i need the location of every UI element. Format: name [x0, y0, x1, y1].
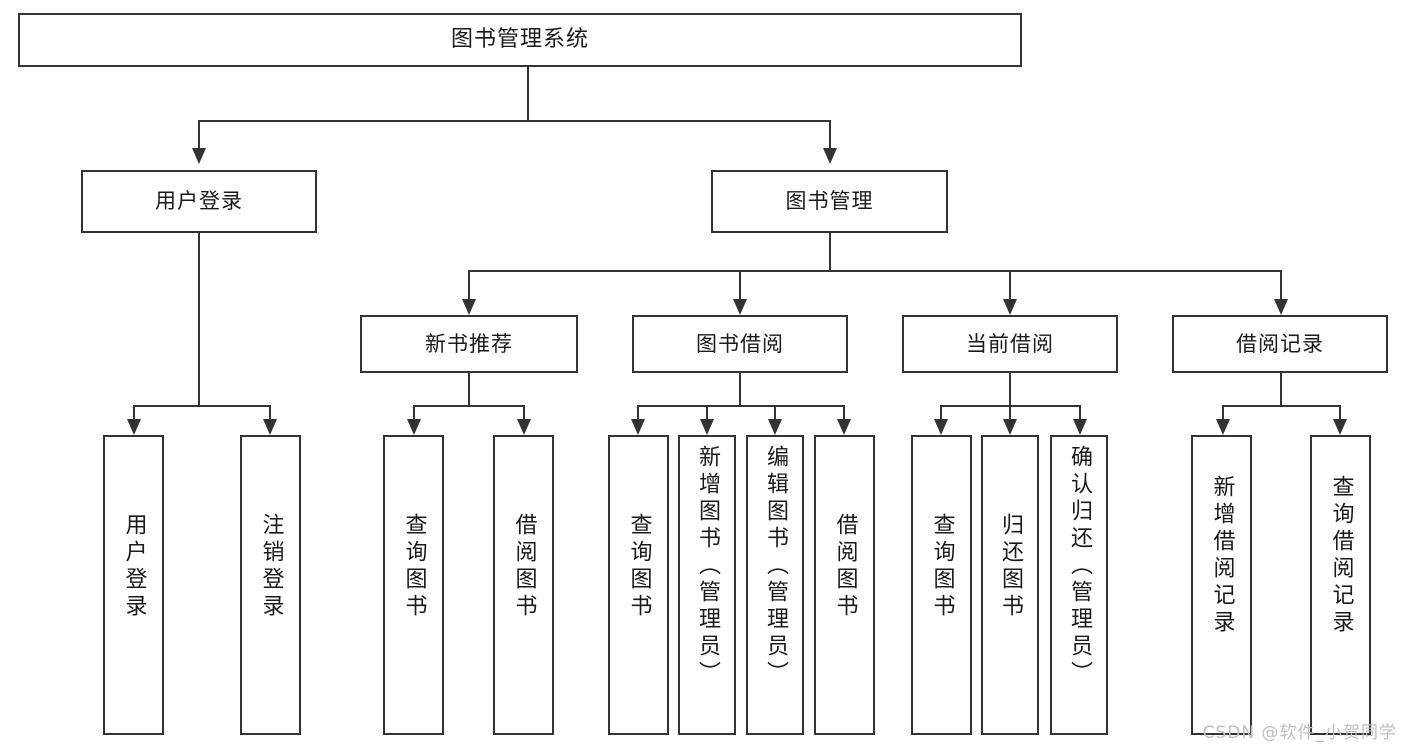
arrow-head-bookmgmt-2 [733, 299, 747, 315]
arrow-head-borrow-2 [700, 419, 714, 435]
connector-current-drop-3 [1079, 405, 1081, 419]
arrow-head-borrow-1 [631, 419, 645, 435]
node-book-borrow[interactable]: 图书借阅 [632, 315, 848, 373]
arrow-head-bookmgmt-3 [1003, 299, 1017, 315]
connector-root-drop-2 [829, 120, 831, 148]
connector-root-drop-1 [198, 120, 200, 148]
connector-root-bar [198, 120, 830, 122]
connector-recommend-bar [413, 405, 524, 407]
leaf-user-login[interactable]: 用户登录 [103, 435, 164, 735]
leaf-borrow-book-recommend[interactable]: 借阅图书 [493, 435, 554, 735]
connector-recommend-stem [468, 373, 470, 405]
connector-recommend-drop-2 [523, 405, 525, 419]
arrow-head-record-2 [1333, 419, 1347, 435]
node-label: 查询图书 [626, 513, 652, 621]
connector-current-drop-2 [1009, 405, 1011, 419]
connector-bookmgmt-drop-1 [468, 270, 470, 299]
connector-borrow-bar [637, 405, 844, 407]
arrow-head-userlogin-2 [263, 419, 277, 435]
leaf-logout[interactable]: 注销登录 [240, 435, 301, 735]
node-label: 新增图书（管理员） [695, 445, 720, 688]
connector-current-stem [1009, 373, 1011, 405]
connector-record-drop-2 [1339, 405, 1341, 419]
arrow-head-current-2 [1003, 419, 1017, 435]
watermark-text: CSDN @软件_小贺同学 [1202, 723, 1397, 743]
connector-recommend-drop-1 [413, 405, 415, 419]
arrow-head-root-1 [192, 148, 206, 164]
connector-bookmgmt-bar [468, 270, 1280, 272]
node-user-login[interactable]: 用户登录 [81, 170, 317, 233]
connector-bookmgmt-drop-3 [1009, 270, 1011, 299]
node-label: 编辑图书（管理员） [763, 445, 788, 688]
arrow-head-current-1 [934, 419, 948, 435]
node-label: 确认归还（管理员） [1067, 445, 1092, 688]
connector-bookmgmt-stem [829, 233, 831, 270]
node-label: 当前借阅 [966, 331, 1054, 356]
node-root-system[interactable]: 图书管理系统 [18, 13, 1022, 67]
connector-bookmgmt-drop-2 [739, 270, 741, 299]
connector-current-drop-1 [940, 405, 942, 419]
arrow-head-record-1 [1216, 419, 1230, 435]
leaf-query-book-current[interactable]: 查询图书 [911, 435, 972, 735]
node-new-book-recommend[interactable]: 新书推荐 [360, 315, 578, 373]
connector-root-stem [527, 67, 529, 120]
leaf-add-book-admin[interactable]: 新增图书（管理员） [678, 435, 736, 735]
node-label: 借阅图书 [832, 513, 858, 621]
node-label: 归还图书 [998, 513, 1023, 621]
node-book-management[interactable]: 图书管理 [711, 170, 948, 233]
connector-bookmgmt-drop-4 [1280, 270, 1282, 299]
node-label: 图书管理 [785, 189, 874, 214]
node-borrow-record[interactable]: 借阅记录 [1172, 315, 1388, 373]
arrow-head-recommend-1 [407, 419, 421, 435]
leaf-return-book[interactable]: 归还图书 [981, 435, 1039, 735]
leaf-borrow-book-borrow[interactable]: 借阅图书 [814, 435, 875, 735]
node-label: 借阅记录 [1236, 331, 1324, 356]
leaf-query-book-recommend[interactable]: 查询图书 [383, 435, 444, 735]
connector-userlogin-drop-2 [269, 405, 271, 419]
leaf-edit-book-admin[interactable]: 编辑图书（管理员） [746, 435, 804, 735]
connector-record-stem [1280, 373, 1282, 405]
node-label: 借阅图书 [511, 513, 537, 621]
connector-borrow-drop-4 [843, 405, 845, 419]
leaf-query-borrow-record[interactable]: 查询借阅记录 [1310, 435, 1371, 735]
arrow-head-userlogin-1 [127, 419, 141, 435]
connector-borrow-drop-3 [774, 405, 776, 419]
node-label: 新增借阅记录 [1209, 475, 1235, 637]
node-label: 查询图书 [929, 513, 955, 621]
node-label: 用户登录 [121, 513, 147, 621]
leaf-confirm-return-admin[interactable]: 确认归还（管理员） [1050, 435, 1108, 735]
node-label: 新书推荐 [425, 331, 513, 356]
arrow-head-root-2 [823, 148, 837, 164]
node-label: 查询借阅记录 [1328, 475, 1354, 637]
arrow-head-bookmgmt-1 [462, 299, 476, 315]
connector-record-drop-1 [1222, 405, 1224, 419]
leaf-add-borrow-record[interactable]: 新增借阅记录 [1191, 435, 1252, 735]
connector-userlogin-drop-1 [133, 405, 135, 419]
node-label: 注销登录 [258, 513, 284, 621]
connector-borrow-stem [739, 373, 741, 405]
node-label: 图书借阅 [696, 331, 784, 356]
arrow-head-borrow-3 [768, 419, 782, 435]
arrow-head-recommend-2 [517, 419, 531, 435]
leaf-query-book-borrow[interactable]: 查询图书 [608, 435, 669, 735]
node-label: 图书管理系统 [450, 27, 589, 53]
connector-record-bar [1222, 405, 1339, 407]
arrow-head-current-3 [1073, 419, 1087, 435]
connector-userlogin-bar [133, 405, 270, 407]
node-label: 查询图书 [401, 513, 427, 621]
node-label: 用户登录 [155, 189, 243, 214]
arrow-head-bookmgmt-4 [1274, 299, 1288, 315]
connector-borrow-drop-1 [637, 405, 639, 419]
connector-borrow-drop-2 [706, 405, 708, 419]
node-current-borrow[interactable]: 当前借阅 [902, 315, 1118, 373]
connector-userlogin-stem [198, 233, 200, 405]
arrow-head-borrow-4 [837, 419, 851, 435]
